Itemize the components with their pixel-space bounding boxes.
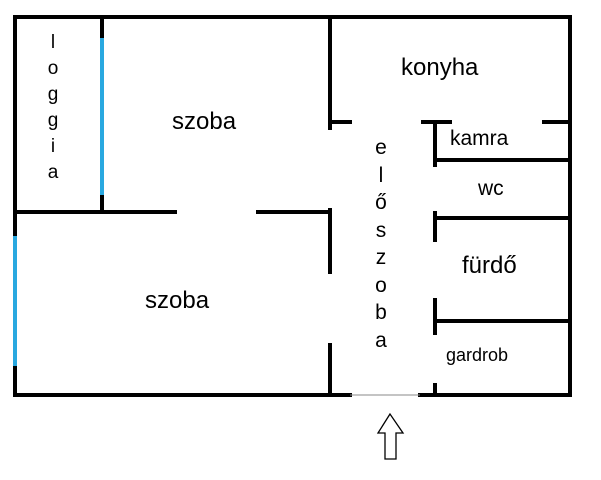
label-letter: l: [50, 32, 56, 53]
label-letter: ő: [375, 191, 387, 214]
interior-walls: [13, 15, 572, 397]
label-letter: g: [47, 84, 59, 105]
label-letter: a: [375, 328, 387, 352]
up-arrow-icon: [376, 412, 405, 460]
label-letter: a: [47, 162, 59, 183]
windows: [13, 38, 104, 366]
room-label-furdo: fürdő: [462, 252, 517, 279]
label-letter: z: [375, 246, 387, 269]
label-letter: o: [375, 273, 387, 297]
room-label-kamra: kamra: [450, 127, 509, 150]
label-letter: o: [47, 58, 59, 79]
room-label-wc: wc: [478, 177, 504, 200]
label-letter: b: [375, 301, 387, 324]
label-letter: l: [378, 163, 384, 187]
room-label-szoba-top: szoba: [172, 108, 237, 135]
room-label-szoba-bottom: szoba: [145, 287, 210, 314]
label-letter: g: [47, 110, 59, 131]
room-label-konyha: konyha: [401, 54, 479, 81]
room-label-gardrob: gardrob: [446, 345, 509, 365]
label-letter: s: [375, 218, 387, 242]
label-letter: e: [375, 136, 387, 159]
outer-walls: [13, 15, 572, 397]
label-letter: i: [50, 136, 56, 157]
